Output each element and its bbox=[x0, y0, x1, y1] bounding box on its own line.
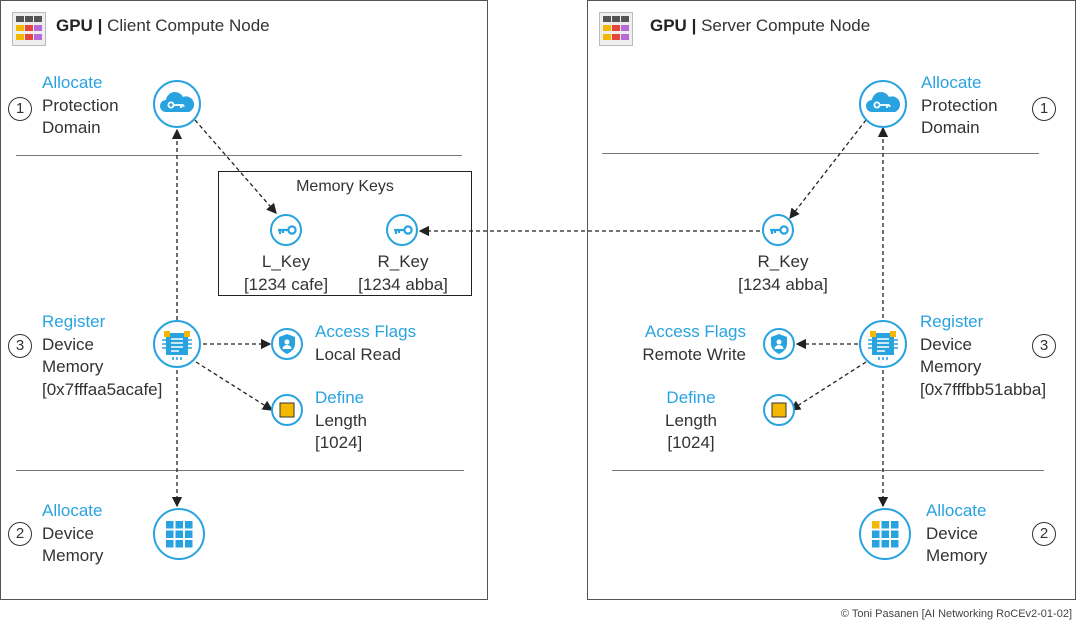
memory-keys-box bbox=[218, 171, 472, 296]
label-line: Memory bbox=[920, 357, 982, 376]
cloud-key-icon bbox=[859, 80, 907, 128]
step-number: 3 bbox=[1032, 334, 1056, 358]
server-node-title: Server Compute Node bbox=[701, 16, 871, 35]
key-icon bbox=[386, 214, 418, 246]
step-number: 3 bbox=[8, 334, 32, 358]
lkey-value: [1234 cafe] bbox=[243, 274, 329, 294]
client-alloc-memory-label: Allocate Device Memory bbox=[42, 500, 103, 568]
rkey-name: R_Key bbox=[377, 252, 429, 271]
step-number: 2 bbox=[8, 522, 32, 546]
label-line: Memory bbox=[42, 546, 104, 565]
server-protection-domain-label: Allocate Protection Domain bbox=[921, 72, 998, 140]
server-rkey-label: R_Key [1234 abba] bbox=[728, 251, 838, 296]
server-gpu-label: GPU bbox=[650, 16, 687, 35]
shield-user-icon bbox=[763, 328, 795, 360]
client-node-title: Client Compute Node bbox=[107, 16, 270, 35]
client-separator-bottom bbox=[16, 470, 464, 471]
step-title: Allocate bbox=[926, 501, 987, 520]
copyright-credit: © Toni Pasanen [AI Networking RoCEv2-01-… bbox=[840, 608, 1072, 620]
step-number: 2 bbox=[1032, 522, 1056, 546]
shield-user-icon bbox=[271, 328, 303, 360]
label-line: Device bbox=[926, 523, 978, 543]
server-register-label: Register Device Memory [0x7fffbb51abba] bbox=[920, 311, 1046, 401]
access-flags-title: Access Flags bbox=[644, 322, 746, 341]
key-icon bbox=[762, 214, 794, 246]
client-access-flags: Access Flags Local Read bbox=[315, 321, 416, 366]
label-line: Memory bbox=[42, 357, 104, 376]
step-title: Allocate bbox=[42, 501, 103, 520]
lkey-name: L_Key bbox=[261, 252, 311, 271]
client-define-length: Define Length [1024] bbox=[315, 387, 367, 455]
rkey-label: R_Key [1234 abba] bbox=[348, 251, 458, 296]
step-title: Allocate bbox=[42, 73, 103, 92]
step-title: Register bbox=[42, 312, 106, 331]
label-line: Length bbox=[665, 410, 717, 430]
access-flags-value: Remote Write bbox=[642, 344, 746, 364]
step-number: 1 bbox=[1032, 97, 1056, 121]
label-line: Protection bbox=[42, 95, 119, 115]
memory-chip-icon bbox=[153, 320, 201, 368]
label-line: Device bbox=[920, 334, 972, 354]
define-title: Define bbox=[315, 388, 365, 407]
rkey-name: R_Key bbox=[757, 252, 809, 271]
square-icon bbox=[271, 394, 303, 426]
step-number: 1 bbox=[8, 97, 32, 121]
client-header: GPU | Client Compute Node bbox=[56, 16, 270, 36]
step-title: Allocate bbox=[921, 73, 982, 92]
grid-icon bbox=[153, 508, 205, 560]
server-define-length: Define Length [1024] bbox=[646, 387, 736, 455]
client-gpu-label: GPU bbox=[56, 16, 93, 35]
gpu-logo-icon bbox=[12, 12, 46, 46]
lkey-label: L_Key [1234 cafe] bbox=[236, 251, 336, 296]
client-node-panel bbox=[0, 0, 488, 600]
key-icon bbox=[270, 214, 302, 246]
client-header-sep: | bbox=[97, 16, 103, 35]
rkey-value: [1234 abba] bbox=[358, 274, 448, 294]
label-line: Memory bbox=[926, 546, 988, 565]
client-separator-top bbox=[16, 155, 462, 156]
server-header-sep: | bbox=[691, 16, 697, 35]
square-icon bbox=[763, 394, 795, 426]
label-line: Device bbox=[42, 523, 94, 543]
length-value: [1024] bbox=[315, 433, 363, 452]
label-line: Protection bbox=[921, 95, 998, 115]
define-title: Define bbox=[666, 388, 716, 407]
step-title: Register bbox=[920, 312, 984, 331]
access-flags-value: Local Read bbox=[315, 344, 402, 364]
client-register-label: Register Device Memory [0x7fffaa5acafe] bbox=[42, 311, 162, 401]
label-line: Domain bbox=[921, 118, 980, 137]
grid-icon bbox=[859, 508, 911, 560]
client-protection-domain-label: Allocate Protection Domain bbox=[42, 72, 119, 140]
server-access-flags: Access Flags Remote Write bbox=[630, 321, 746, 366]
memory-chip-icon bbox=[859, 320, 907, 368]
label-line: Device bbox=[42, 334, 94, 354]
memory-keys-title: Memory Keys bbox=[296, 178, 394, 195]
server-node-panel bbox=[587, 0, 1076, 600]
memory-address: [0x7fffbb51abba] bbox=[920, 379, 1047, 399]
length-value: [1024] bbox=[667, 433, 715, 452]
rkey-value: [1234 abba] bbox=[738, 274, 828, 294]
access-flags-title: Access Flags bbox=[315, 322, 417, 341]
server-separator-top bbox=[602, 153, 1039, 154]
server-separator-bottom bbox=[612, 470, 1044, 471]
server-alloc-memory-label: Allocate Device Memory bbox=[926, 500, 987, 568]
label-line: Domain bbox=[42, 118, 101, 137]
memory-address: [0x7fffaa5acafe] bbox=[42, 379, 163, 399]
gpu-logo-icon bbox=[599, 12, 633, 46]
cloud-key-icon bbox=[153, 80, 201, 128]
server-header: GPU | Server Compute Node bbox=[650, 16, 870, 36]
label-line: Length bbox=[315, 410, 367, 430]
